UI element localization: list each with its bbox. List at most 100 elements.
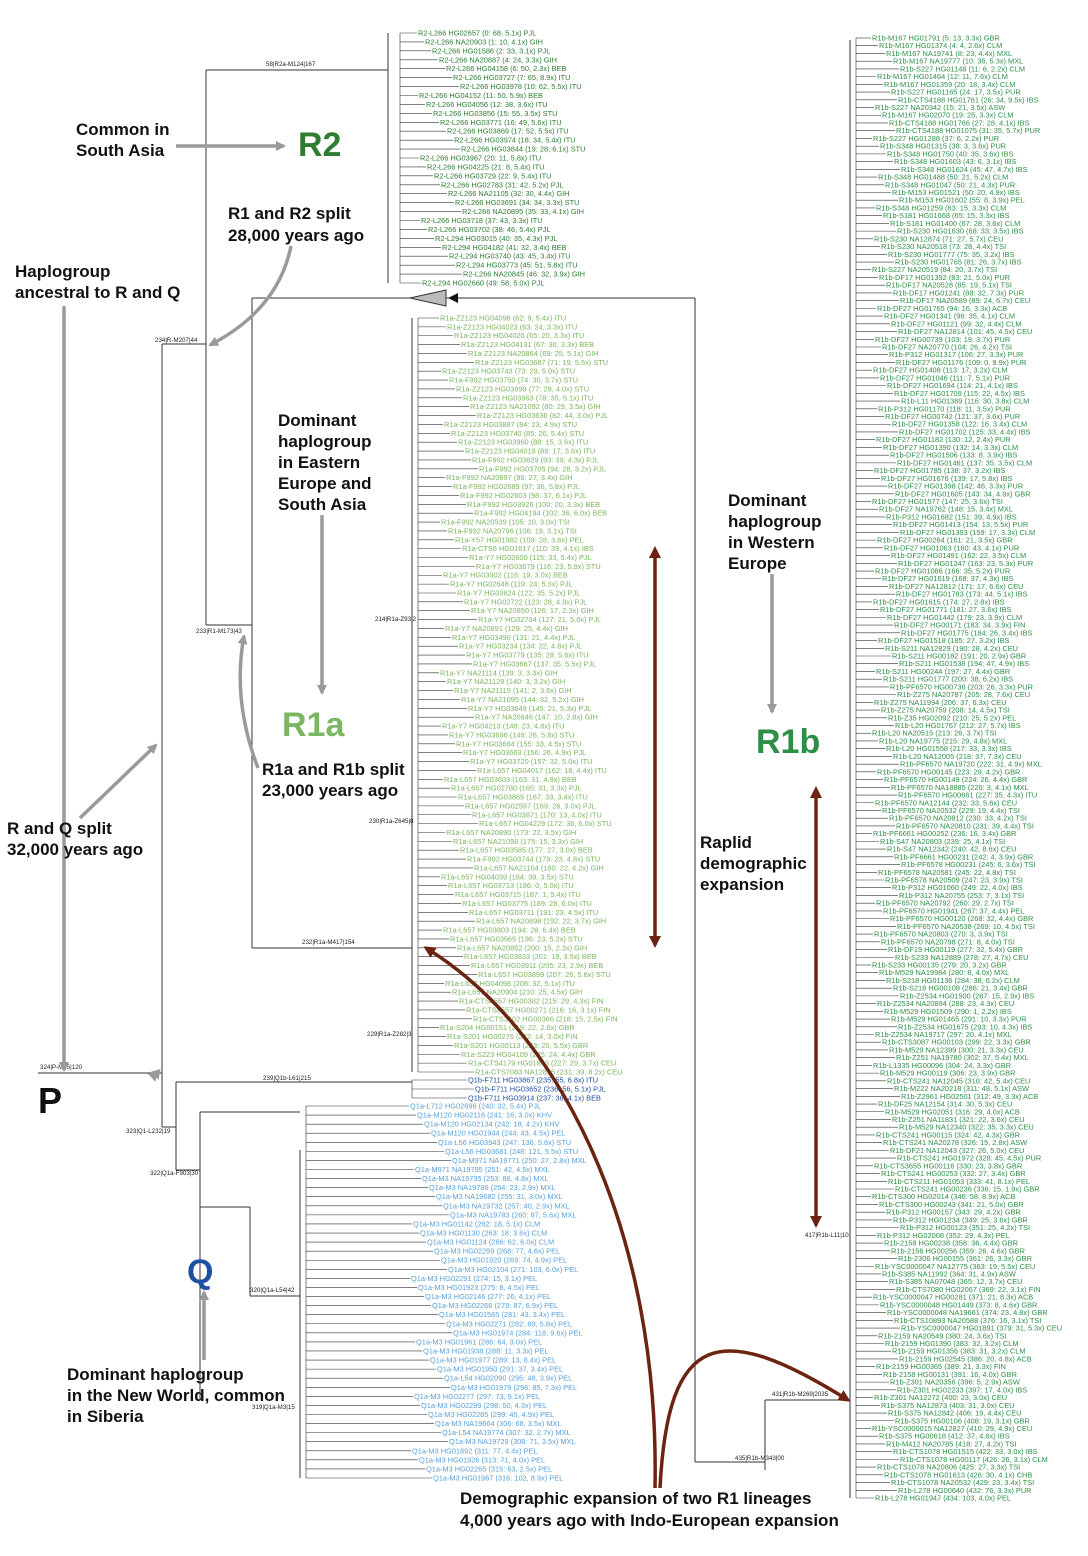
leaf-label: Q1b-F711 HG03652 (236: 56, 5.1x) PJL: [475, 1085, 606, 1094]
leaf-label: R2-L266 HG03718 (37: 43, 3.3x) ITU: [421, 216, 543, 225]
leaf-label: R1b-DF17 HG01392 (83: 21, 5.0x) PUR: [879, 273, 1010, 282]
leaf-label: R1b-DF27 HG01182 (130: 12, 2.4x) PUR: [876, 435, 1011, 444]
leaf-label: R2-L266 HG03978 (10: 62, 5.5x) ITU: [460, 82, 582, 91]
leaf-label: R1b-L20 HG01767 (212: 27, 5.7x) IBS: [895, 721, 1021, 730]
node-label-r2-clade: 58|R2a-M124|167: [266, 61, 316, 68]
leaf-label: R1b-DF27 HG01341 (96: 35, 4.1x) CLM: [884, 312, 1015, 321]
leaf-label: Q1a-L712 HG02696 (240: 32, 5.4x) PJL: [410, 1102, 541, 1111]
leaf-label: R2-L266 HG04056 (12: 38, 3.6x) ITU: [426, 100, 548, 109]
leaf-label: Q1a-M971 NA19795 (251: 42, 4.5x) MXL: [415, 1165, 550, 1174]
annotation-line: South Asia: [278, 495, 367, 514]
leaf-label: R1a-Y7 HG03667 (137: 35, 5.5x) PJL: [473, 659, 596, 668]
leaf-label: R1b-S230 HG01630 (68: 33, 3.5x) IBS: [897, 227, 1024, 236]
leaf-label: Q1a-M3 HG02146 (277: 26, 4.1x) PEL: [425, 1292, 551, 1301]
leaf-label: R1b-S227 HG01165 (24: 17, 3.5x) PUR: [891, 88, 1021, 97]
leaf-label: R1a-Y7 HG02734 (127: 21, 5.0x) PJL: [478, 615, 601, 624]
leaf-label: R1a-Y7 HG02722 (123: 28, 4.8x) PJL: [464, 597, 587, 606]
leaf-label: R1b-2159 HG00365 (389: 21, 3.3x) FIN: [876, 1362, 1006, 1371]
leaf-label: Q1a-M3 HG02277 (297: 73, 9.1x) PEL: [414, 1392, 540, 1401]
leaf-label: Q1a-M3 HG02259 (268: 77, 4.6x) PEL: [434, 1247, 560, 1256]
leaf-label: R1b-DF27 HG00171 (183: 34, 3.9x) FIN: [894, 621, 1025, 630]
leaf-label: Q1a-M3 HG01979 (296: 85, 7.3x) PEL: [451, 1383, 577, 1392]
leaf-label: R1b-P312 HG00123 (351: 25, 4.2x) TSI: [900, 1223, 1030, 1232]
leaf-label: R1b-DF21 NA12043 (327: 26, 5.0x) CEU: [890, 1146, 1024, 1155]
leaf-label: R1b-DF27 HG01408 (113: 17, 3.2x) CLM: [873, 366, 1008, 375]
leaf-label: R1b-S211 HG01538 (194: 47, 4.9x) IBS: [899, 659, 1029, 668]
leaf-label: R1b-S47 NA12342 (240: 42, 8.6x) CEU: [887, 845, 1016, 854]
leaf-label: R1b-S211 NA12829 (190: 28, 4.2x) CEU: [885, 644, 1018, 653]
leaf-label: R1a-CTS8557 HG00271 (216: 16, 3.1x) FIN: [466, 1005, 611, 1014]
leaf-label: Q1a-M3 NA19682 (255: 31, 3.0x) MXL: [436, 1192, 563, 1201]
leaf-label: R1a-CTS6 HG01617 (110: 39, 4.1x) IBS: [462, 544, 594, 553]
leaf-label: R1b-PF6570 NA20798 (271: 8, 4.0x) TSI: [881, 937, 1015, 946]
leaf-label: R1a-F992 HG03926 (100: 20, 3.3x) BEB: [467, 500, 600, 509]
leaf-label: R1b-YSC0000015 NA12827 (410: 29, 4.9x) C…: [872, 1424, 1032, 1433]
leaf-label: Q1a-M3 HG01977 (289: 13, 8.4x) PEL: [430, 1356, 556, 1365]
leaf-label: R1a-Y7 HG03490 (131: 21, 4.4x) PJL: [452, 633, 575, 642]
leaf-label: R1b-PF6578 HG00231 (245: 6, 3.6x) TSI: [901, 860, 1036, 869]
leaf-label: Q1a-M3 HG01565 (281: 43, 3.4x) PEL: [439, 1310, 565, 1319]
leaf-label: R1a-Z2123 HG03687 (71: 19, 5.5x) STU: [475, 358, 608, 367]
leaf-label: R1a-L657 NA20852 (200: 15, 2.3x) GIH: [457, 943, 587, 952]
leaf-label: R1a-L657 NA20898 (192: 22, 3.7x) GIH: [476, 917, 606, 926]
leaf-label: R2-L266 HG02783 (31: 42, 5.2x) PJL: [441, 180, 563, 189]
leaf-label: Q1a-M3 HG01124 (266: 62, 6.0x) CLM: [427, 1238, 554, 1247]
leaf-label: R1a-Y7 NA21095 (144: 32, 5.2x) GIH: [461, 695, 584, 704]
annotation-line: Europe: [728, 554, 787, 573]
leaf-label: R1b-S348 HG01750 (40: 35, 3.6x) IBS: [887, 149, 1014, 158]
leaf-label: R2-L266 HG03771 (16: 49, 5.6x) ITU: [440, 118, 562, 127]
leaf-label: R1a-Z2123 HG03899 (77: 28, 4.0x) STU: [456, 384, 589, 393]
leaf-label: R1b-Z35 HG02092 (210: 25, 5.2x) PEL: [888, 713, 1016, 722]
leaf-label: R1b-M529 HG01509 (290: 1, 2.2x) IBS: [884, 1007, 1012, 1016]
leaf-label: R1b-S227 NA20519 (84: 20, 3.7x) TSI: [872, 265, 997, 274]
leaf-label: R1a-Y7 HG03663 (156: 26, 4.9x) PJL: [463, 748, 586, 757]
leaf-label: R2-L294 HG03740 (43: 45, 3.4x) ITU: [449, 252, 571, 261]
leaf-label: R1a-Y7 NA20850 (126: 17, 2.3x) GIH: [471, 606, 594, 615]
leaf-label: R1b-DF27 HG01765 (94: 16, 3.3x) ACB: [877, 304, 1007, 313]
leaf-label: Q1a-M3 HG02291 (274: 15, 3.1x) PEL: [411, 1274, 537, 1283]
haplogroup-label-r2: R2: [298, 126, 341, 164]
leaf-label: R1a-F992 NA20539 (105: 10, 3.0x) TSI: [441, 518, 570, 527]
annotation-line: 4,000 years ago with Indo-European expan…: [460, 1511, 839, 1530]
leaf-label: R1a-F992 HG04194 (102: 36, 6.0x) BEB: [474, 509, 607, 518]
leaf-label: R1b-S233 HG00135 (279: 20, 3.2x) GBR: [872, 960, 1007, 969]
annotation-r-q-split: R and Q split 32,000 years ago: [7, 819, 143, 859]
leaf-label: R1b-DF27 HG01121 (99: 32, 4.4x) CLM: [891, 319, 1022, 328]
leaf-label: R2-L266 HG03974 (18: 34, 5.4x) ITU: [454, 136, 576, 145]
leaf-label: R1b-2159 NA20549 (380: 24, 3.6x) TSI: [878, 1331, 1006, 1340]
leaf-label: R2-L266 HG04158 (6: 50, 2.3x) BEB: [446, 64, 566, 73]
leaf-label: R1b-DF27 HG01063 (160: 43, 4.1x) PUR: [884, 543, 1019, 552]
node-label-q1a-l54: 320|Q1a-L54|42: [250, 1287, 295, 1294]
leaf-label: R1b-DF27 HG01247 (163: 23, 5.3x) PUR: [898, 559, 1033, 568]
leaf-label: R1b-M167 HG02070 (19: 25, 3.3x) CLM: [882, 111, 1013, 120]
leaf-label: R1b-CTS3655 HG00116 (330: 23, 3.8x) GBR: [874, 1161, 1022, 1170]
node-label-q1b: 239|Q1b-L61|215: [263, 1075, 311, 1082]
leaf-label: R1b-YSC0000047 NA12775 (363: 19, 5.5x) C…: [875, 1262, 1035, 1271]
leaf-label: R1a-F992 HG02689 (97: 36, 5.8x) PJL: [453, 482, 580, 491]
leaf-label: R1a-Y7 NA20846 (147: 10, 2.8x) GIH: [475, 713, 598, 722]
leaf-label: R1b-Z2534 HG01675 (293: 10, 4.3x) IBS: [898, 1022, 1032, 1031]
leaf-label: R1b-DF27 NA12812 (171: 17, 6.6x) CEU: [889, 582, 1023, 591]
annotation-line: in Western: [728, 533, 815, 552]
leaf-label: R1b-M222 NA20218 (311: 48, 5.1x) ASW: [894, 1084, 1029, 1093]
leaf-label: R1b-Z251 NA19780 (302: 37, 5.4x) MXL: [896, 1053, 1029, 1062]
leaf-label: R1b-DF27 HG01358 (122: 16, 3.4x) CLM: [892, 420, 1027, 429]
leaf-label: R1b-CTS300 HG00243 (341: 21, 5.0x) GBR: [879, 1200, 1024, 1209]
leaf-label: R1b-M153 HG01602 (55: 8, 3.9x) PEL: [899, 196, 1025, 205]
haplogroup-label-r1a: R1a: [282, 706, 345, 744]
annotation-r1b-dominant: Dominant haplogroup in Western Europe: [728, 491, 821, 573]
leaf-label: Q1a-M3 HG02265 (315: 63, 2.5x) PEL: [426, 1464, 552, 1473]
leaf-label: R1b-PF6570 NA20538 (269: 10, 4.5x) TSI: [897, 922, 1035, 931]
node-label-q1a-m3: 319|Q1a-M3|15: [252, 1404, 295, 1411]
leaf-label: R1b-DF27 HG01461 (137: 35, 3.5x) CLM: [897, 458, 1032, 467]
leaf-label: R1b-PF6570 NA12144 (232: 33, 5.6x) CEU: [875, 798, 1017, 807]
leaf-label: Q1a-M3 HG02104 (271: 103, 6.0x) PEL: [448, 1265, 578, 1274]
leaf-label: R1b-M529 HG02051 (316: 29, 4.0x) ACB: [885, 1107, 1020, 1116]
leaf-label: R1a-L657 HG02597 (169: 26, 3.0x) PJL: [465, 801, 596, 810]
leaf-label: Q1a-M3 NA19735 (253: 86, 4.8x) MXL: [422, 1174, 549, 1183]
leaf-label: R1b-CTS1078 HG01613 (426: 30, 4.1x) CHB: [884, 1470, 1032, 1479]
annotation-line: Demographic expansion of two R1 lineages: [460, 1489, 811, 1508]
leaf-label: R1b-S181 HG01668 (65: 15, 3.3x) IBS: [883, 211, 1010, 220]
leaf-label: Q1a-M3 HG01967 (316: 102, 8.9x) PEL: [433, 1474, 563, 1483]
leaf-label: R1a-Z2123 HG04023 (63: 24, 3.3x) ITU: [447, 322, 577, 331]
